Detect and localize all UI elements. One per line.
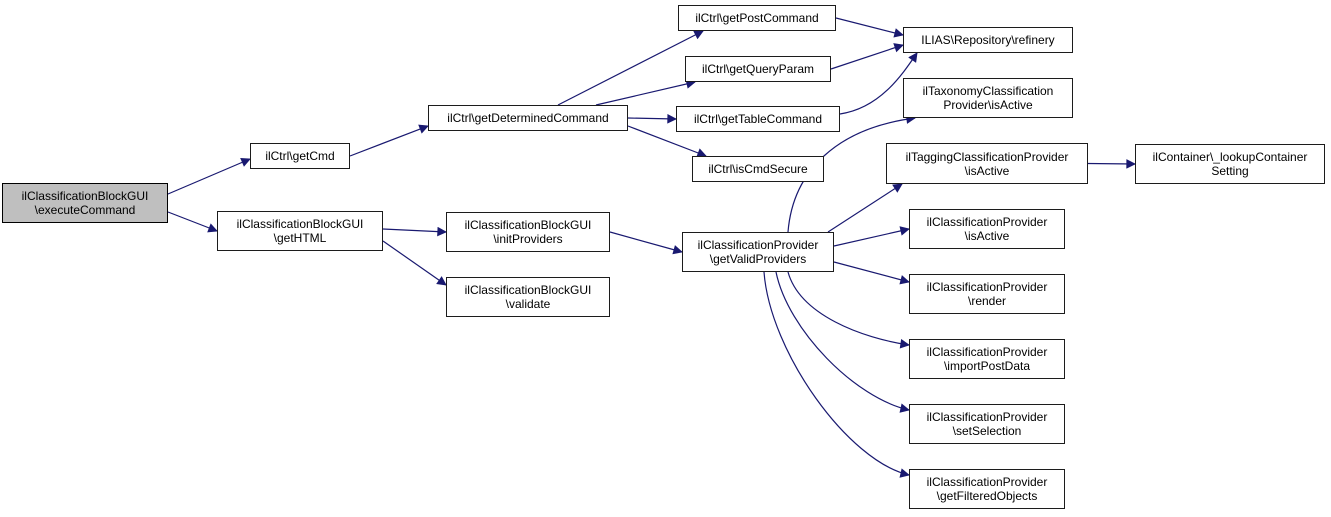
node-getDeterminedCommand[interactable]: ilCtrl\getDeterminedCommand <box>428 105 628 131</box>
node-label: ilClassificationProvider <box>926 215 1048 229</box>
node-getTableCommand[interactable]: ilCtrl\getTableCommand <box>676 106 840 132</box>
node-validate[interactable]: ilClassificationBlockGUI\validate <box>446 277 610 317</box>
node-label: ilCtrl\getPostCommand <box>695 11 819 25</box>
node-label: ilTaggingClassificationProvider <box>905 149 1069 164</box>
edge-taggingIsActive-to-lookupContainerSetting <box>1087 159 1136 169</box>
node-refinery[interactable]: ILIAS\Repository\refinery <box>903 27 1073 53</box>
node-label: ilCtrl\getQueryParam <box>701 62 815 76</box>
edge-getQueryParam-to-refinery <box>830 43 904 70</box>
node-label: ilClassificationProvider <box>926 280 1048 294</box>
node-label: \isActive <box>964 163 1010 178</box>
node-label: \executeCommand <box>34 203 136 217</box>
node-label: ilCtrl\getCmd <box>265 149 335 163</box>
node-setSelection[interactable]: ilClassificationProvider\setSelection <box>909 404 1065 444</box>
node-importPostData[interactable]: ilClassificationProvider\importPostData <box>909 339 1065 379</box>
node-label: Provider\isActive <box>943 98 1033 112</box>
node-label: ilTaxonomyClassification <box>922 84 1054 98</box>
edge-executeCommand-to-getCmd <box>167 157 251 195</box>
edge-getValidProviders-to-render <box>833 261 910 285</box>
node-getCmd[interactable]: ilCtrl\getCmd <box>250 143 350 169</box>
node-label: \getValidProviders <box>709 252 807 266</box>
node-label: \importPostData <box>943 359 1031 373</box>
edge-initProviders-to-getValidProviders <box>609 231 683 255</box>
node-label: \validate <box>505 297 551 311</box>
edge-getValidProviders-to-providerIsActive <box>833 226 910 247</box>
node-initProviders[interactable]: ilClassificationBlockGUI\initProviders <box>446 212 610 252</box>
edge-getDeterminedCommand-to-getQueryParam <box>595 79 696 106</box>
edge-getHTML-to-validate <box>382 240 447 286</box>
edge-getPostCommand-to-refinery <box>835 17 904 38</box>
edge-getDeterminedCommand-to-isCmdSecure <box>627 125 707 158</box>
node-label: ilClassificationProvider <box>926 475 1048 489</box>
node-providerIsActive[interactable]: ilClassificationProvider\isActive <box>909 209 1065 249</box>
edge-getDeterminedCommand-to-getPostCommand <box>557 30 704 106</box>
edge-getValidProviders-to-getFilteredObjects <box>763 271 910 478</box>
edge-getValidProviders-to-taggingIsActive <box>827 183 903 233</box>
node-label: ilClassificationBlockGUI <box>236 217 364 231</box>
node-getQueryParam[interactable]: ilCtrl\getQueryParam <box>685 56 831 82</box>
edge-getValidProviders-to-setSelection <box>775 271 910 413</box>
edge-getTableCommand-to-refinery <box>839 52 918 115</box>
node-executeCommand[interactable]: ilClassificationBlockGUI\executeCommand <box>2 183 168 223</box>
node-label: ilClassificationBlockGUI <box>464 218 592 232</box>
node-label: Setting <box>1211 164 1249 178</box>
node-label: ilCtrl\getDeterminedCommand <box>447 111 609 125</box>
edge-getCmd-to-getDeterminedCommand <box>349 124 429 157</box>
node-getHTML[interactable]: ilClassificationBlockGUI\getHTML <box>217 211 383 251</box>
edge-getValidProviders-to-importPostData <box>787 271 910 349</box>
edge-getHTML-to-initProviders <box>382 226 447 237</box>
node-label: \setSelection <box>952 424 1022 438</box>
node-label: ilContainer\_lookupContainer <box>1152 150 1308 164</box>
node-label: ilClassificationBlockGUI <box>21 189 149 203</box>
node-render[interactable]: ilClassificationProvider\render <box>909 274 1065 314</box>
node-label: ilClassificationBlockGUI <box>464 283 592 297</box>
node-label: \isActive <box>964 229 1010 243</box>
edge-executeCommand-to-getHTML <box>167 211 218 233</box>
node-label: \initProviders <box>493 232 563 246</box>
edge-getValidProviders-to-taxonomyIsActive <box>787 114 916 233</box>
node-label: ilCtrl\getTableCommand <box>693 112 823 126</box>
edge-getDeterminedCommand-to-getTableCommand <box>627 114 677 124</box>
node-taggingIsActive[interactable]: ilTaggingClassificationProvider\isActive <box>886 143 1088 184</box>
node-label: \render <box>967 294 1007 308</box>
node-isCmdSecure[interactable]: ilCtrl\isCmdSecure <box>692 156 824 182</box>
node-label: ilCtrl\isCmdSecure <box>708 162 808 176</box>
node-getValidProviders[interactable]: ilClassificationProvider\getValidProvide… <box>682 232 834 272</box>
node-label: ILIAS\Repository\refinery <box>921 33 1055 47</box>
node-getFilteredObjects[interactable]: ilClassificationProvider\getFilteredObje… <box>909 469 1065 509</box>
node-label: \getFilteredObjects <box>936 489 1038 503</box>
node-label: \getHTML <box>273 231 327 245</box>
node-label: ilClassificationProvider <box>926 345 1048 359</box>
node-getPostCommand[interactable]: ilCtrl\getPostCommand <box>678 5 836 31</box>
node-label: ilClassificationProvider <box>697 238 819 252</box>
node-label: ilClassificationProvider <box>926 410 1048 424</box>
